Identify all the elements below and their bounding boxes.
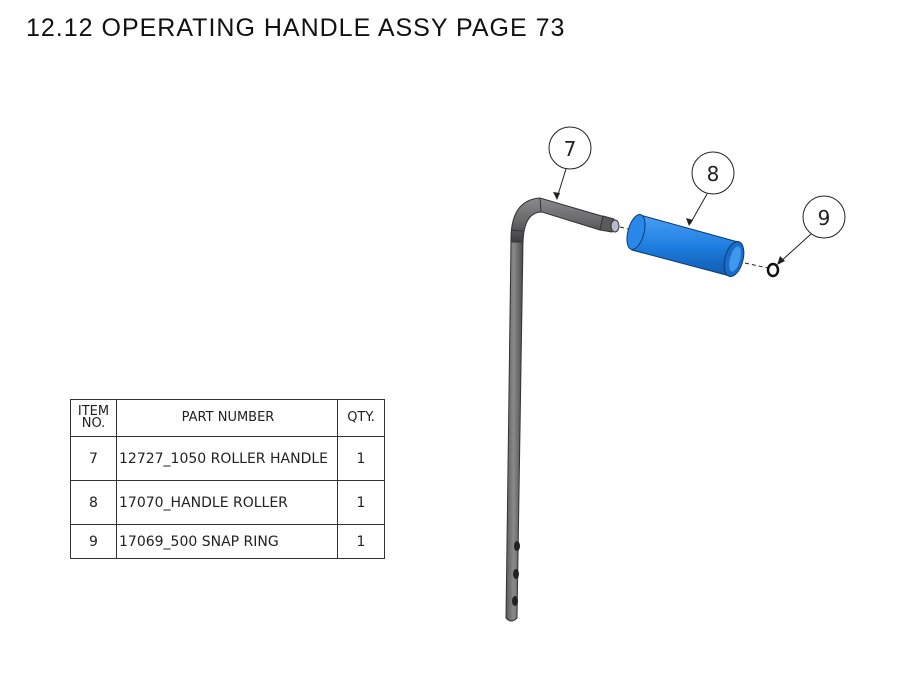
table-row: 9 17069_500 SNAP RING 1 (70, 524, 385, 559)
balloon-9: 9 (777, 195, 846, 265)
roller-handle-part (505, 197, 620, 622)
snap-ring-part (766, 262, 780, 278)
item-no: 7 (70, 436, 117, 481)
svg-text:8: 8 (707, 162, 720, 186)
balloon-7: 7 (548, 126, 592, 200)
qty: 1 (337, 524, 385, 559)
part-number: 17069_500 SNAP RING (116, 524, 338, 559)
handle-roller-part (626, 213, 745, 278)
qty: 1 (337, 436, 385, 481)
svg-text:9: 9 (818, 206, 831, 230)
part-number: 12727_1050 ROLLER HANDLE (116, 436, 338, 481)
balloon-8: 8 (686, 151, 735, 226)
table-row: 7 12727_1050 ROLLER HANDLE 1 (70, 436, 385, 481)
svg-text:7: 7 (564, 137, 577, 161)
part-number: 17070_HANDLE ROLLER (116, 480, 338, 525)
page-title: 12.12 OPERATING HANDLE ASSY PAGE 73 (26, 14, 566, 42)
item-no: 9 (70, 524, 117, 559)
